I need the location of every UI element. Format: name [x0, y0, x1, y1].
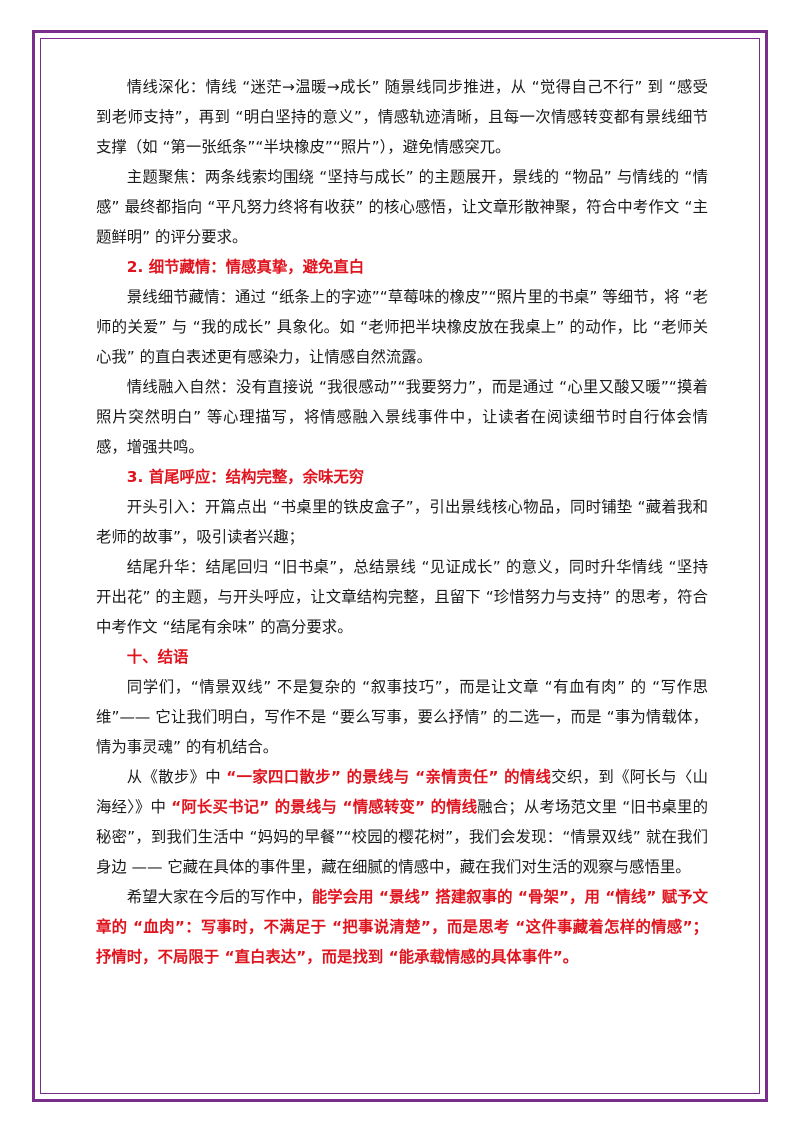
page-border-outer — [32, 30, 768, 1102]
paragraph-conclusion-intro: 同学们，“情景双线” 不是复杂的 “叙事技巧”，而是让文章 “有血有肉” 的 “… — [96, 678, 708, 756]
text-segment: 融合；从考场范文里 “旧书桌里的秘密”，到我们生活中 “妈妈的早餐”“校园的樱花… — [96, 798, 708, 876]
heading-detail-emotion: 2. 细节藏情：情感真挚，避免直白 — [126, 258, 365, 276]
highlight-text: “一家四口散步” 的景线与 “亲情责任” 的情线 — [226, 768, 552, 786]
highlight-text: 能学会用 “景线” 搭建叙事的 “骨架”，用 “情线” 赋予文章的 “血肉”：写… — [96, 888, 708, 966]
paragraph-emotion-integration: 情线融入自然：没有直接说 “我很感动”“我要努力”，而是通过 “心里又酸又暖”“… — [96, 378, 708, 456]
paragraph-ending: 结尾升华：结尾回归 “旧书桌”，总结景线 “见证成长” 的意义，同时升华情线 “… — [96, 558, 708, 636]
paragraph-examples: 从《散步》中 “一家四口散步” 的景线与 “亲情责任” 的情线交织，到《阿长与〈… — [96, 762, 708, 882]
paragraph-opening: 开头引入：开篇点出 “书桌里的铁皮盒子”，引出景线核心物品，同时铺垫 “藏着我和… — [96, 498, 708, 546]
paragraph-emotion-deepening: 情线深化：情线 “迷茫→温暖→成长” 随景线同步推进，从 “觉得自己不行” 到 … — [96, 78, 708, 156]
heading-conclusion: 十、结语 — [126, 648, 189, 666]
page-border-inner — [40, 38, 760, 1094]
highlight-text: “阿长买书记” 的景线与 “情感转变” 的情线 — [171, 798, 478, 816]
paragraph-closing-hope: 希望大家在今后的写作中，能学会用 “景线” 搭建叙事的 “骨架”，用 “情线” … — [96, 882, 708, 972]
paragraph-theme-focus: 主题聚焦：两条线索均围绕 “坚持与成长” 的主题展开，景线的 “物品” 与情线的… — [96, 168, 708, 246]
document-body: 情线深化：情线 “迷茫→温暖→成长” 随景线同步推进，从 “觉得自己不行” 到 … — [96, 72, 708, 972]
text-segment: 希望大家在今后的写作中， — [126, 888, 312, 906]
paragraph-scene-details: 景线细节藏情：通过 “纸条上的字迹”“草莓味的橡皮”“照片里的书桌” 等细节，将… — [96, 288, 708, 366]
text-segment: 交织，到《阿长与〈山海经〉》中 — [96, 768, 708, 816]
text-segment: 从《散步》中 — [126, 768, 227, 786]
heading-echo-structure: 3. 首尾呼应：结构完整，余味无穷 — [126, 468, 365, 486]
